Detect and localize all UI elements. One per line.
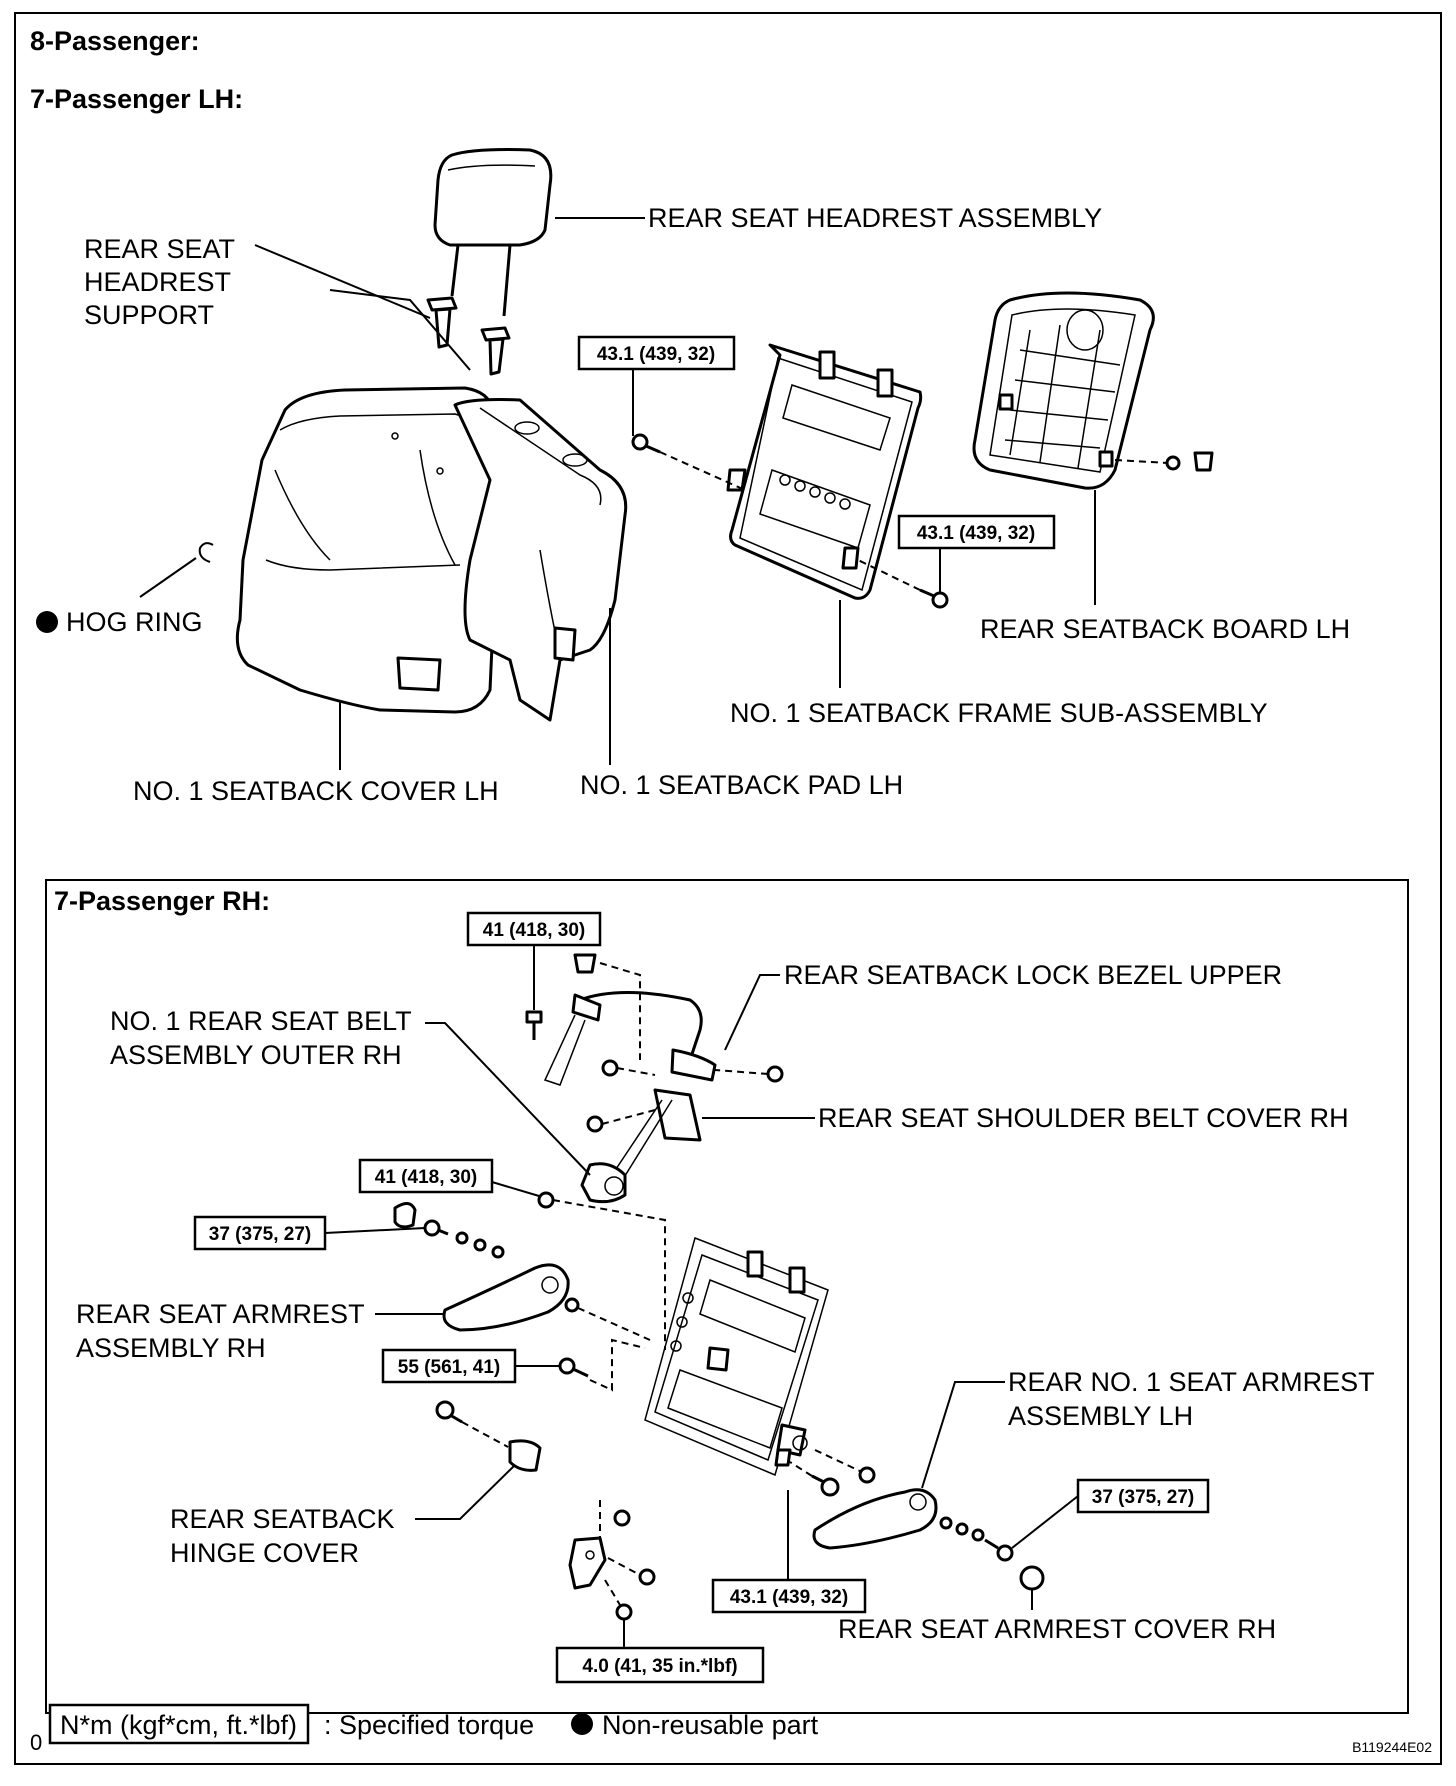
label-hinge-cover-2: HINGE COVER — [170, 1538, 359, 1568]
torque-box-rh-belt-mid — [358, 1158, 494, 1194]
armrest-rh-drawing — [442, 1263, 570, 1332]
headrest-support-drawing — [426, 296, 511, 376]
armrest-lh-drawing — [812, 1488, 938, 1550]
torque-lh-mid: 43.1 (439, 32) — [917, 523, 1035, 544]
leader-lock-bezel — [724, 974, 780, 1051]
dash-bolt-c — [714, 1069, 769, 1075]
nonreusable-dot-hog-ring — [36, 611, 58, 633]
hog-ring-drawing — [198, 542, 214, 563]
rh-washer-drawing — [564, 1297, 580, 1313]
seatback-frame-drawing — [726, 343, 923, 600]
label-armrest-rh-1: REAR SEAT ARMREST — [76, 1299, 365, 1329]
dash-hinge-c — [604, 1579, 621, 1606]
outer-frame — [14, 12, 1442, 1765]
dash-hinge-b — [607, 1557, 641, 1576]
dash-lh-armrest — [814, 1449, 863, 1473]
leader-headrest-support-a — [254, 244, 431, 319]
label-belt-outer-2: ASSEMBLY OUTER RH — [110, 1040, 402, 1070]
label-armrest-cover: REAR SEAT ARMREST COVER RH — [838, 1614, 1276, 1644]
headrest-assembly-drawing — [433, 148, 553, 317]
seatback-board-drawing — [972, 291, 1155, 490]
leader-hinge-cover — [415, 1464, 516, 1520]
rh-bolt-frame-bottom-drawing — [811, 1474, 840, 1497]
label-hog-ring: HOG RING — [66, 607, 203, 637]
torque-rh-frame-bottom: 43.1 (439, 32) — [730, 1587, 848, 1608]
rh-small-bolts-drawing — [537, 1059, 784, 1209]
dash-top-clip — [599, 962, 641, 1060]
legend-nonreusable-text: Non-reusable part — [602, 1710, 819, 1740]
legend-torque-box — [48, 1703, 310, 1745]
label-headrest-support-3: SUPPORT — [84, 300, 214, 330]
leader-torque-rh-armrest-right — [1011, 1495, 1079, 1549]
torque-rh-hinge: 4.0 (41, 35 in.*lbf) — [582, 1656, 737, 1677]
lh-bolt-mid-drawing — [919, 588, 949, 609]
label-headrest-assembly: REAR SEAT HEADREST ASSEMBLY — [648, 203, 1102, 233]
torque-lh-top: 43.1 (439, 32) — [597, 344, 715, 365]
legend-torque-units: N*m (kgf*cm, ft.*lbf) — [60, 1710, 297, 1740]
label-lock-bezel: REAR SEATBACK LOCK BEZEL UPPER — [784, 960, 1282, 990]
seatback-cover-drawing — [235, 386, 502, 714]
torque-box-rh-belt-top — [466, 911, 602, 947]
lh-armrest-bolts-drawing — [939, 1516, 1045, 1591]
label-seatback-board: REAR SEATBACK BOARD LH — [980, 614, 1350, 644]
torque-box-lh-mid — [897, 514, 1056, 550]
heading-8-passenger: 8-Passenger: — [30, 26, 200, 56]
torque-box-lh-top — [577, 335, 736, 371]
leader-torque-rh-armrest-left — [324, 1227, 426, 1234]
torque-box-rh-armrest-left — [193, 1215, 327, 1251]
dash-lh-bolt-top — [659, 451, 746, 491]
label-hinge-cover-1: REAR SEATBACK — [170, 1504, 395, 1534]
filled-circle-icon — [571, 1713, 593, 1735]
torque-rh-belt-top: 41 (418, 30) — [483, 920, 585, 941]
leader-torque-rh-belt-mid — [491, 1181, 540, 1197]
torque-box-rh-armrest-right — [1076, 1478, 1210, 1514]
heading-7-passenger-lh: 7-Passenger LH: — [30, 84, 243, 114]
rh-seatback-frame-drawing — [644, 1236, 829, 1477]
torque-box-rh-frame-bottom — [711, 1578, 867, 1614]
label-armrest-lh-1: REAR NO. 1 SEAT ARMREST — [1008, 1367, 1375, 1397]
rh-armrest-bolts-drawing — [393, 1202, 505, 1259]
leader-hog-ring — [139, 557, 197, 598]
legend-torque-text: : Specified torque — [324, 1710, 534, 1740]
board-clip-drawing — [1165, 451, 1214, 472]
dash-frame-bottom — [789, 1461, 813, 1477]
dash-belt-mid — [552, 1199, 666, 1350]
dash-bolt-a — [616, 1067, 656, 1076]
torque-rh-armrest-right: 37 (375, 27) — [1092, 1487, 1194, 1508]
dash-lh-bolt-mid — [857, 559, 921, 591]
lh-bolt-top-drawing — [631, 433, 661, 454]
rh-belt-bolt-top-drawing — [525, 1010, 543, 1040]
dash-board-clip — [1114, 459, 1169, 464]
rh-bolt-55-drawing — [558, 1357, 589, 1378]
heading-7-passenger-rh: 7-Passenger RH: — [54, 886, 270, 916]
label-seatback-pad: NO. 1 SEATBACK PAD LH — [580, 770, 903, 800]
corner-mark: 0 — [30, 1730, 42, 1755]
label-armrest-lh-2: ASSEMBLY LH — [1008, 1401, 1193, 1431]
label-shoulder-cover: REAR SEAT SHOULDER BELT COVER RH — [818, 1103, 1349, 1133]
dash-hinge-cover — [461, 1421, 509, 1448]
label-belt-outer-1: NO. 1 REAR SEAT BELT — [110, 1006, 412, 1036]
leader-armrest-lh — [921, 1381, 1005, 1489]
seat-belt-drawing — [543, 991, 717, 1204]
label-headrest-support-2: HEADREST — [84, 267, 231, 297]
label-armrest-rh-2: ASSEMBLY RH — [76, 1333, 266, 1363]
dash-bolt-b — [601, 1109, 656, 1125]
leader-headrest-support-b — [329, 289, 471, 371]
label-seatback-frame: NO. 1 SEATBACK FRAME SUB-ASSEMBLY — [730, 698, 1268, 728]
torque-box-rh-hinge — [555, 1646, 765, 1684]
torque-rh-55: 55 (561, 41) — [398, 1357, 500, 1378]
torque-rh-belt-mid: 41 (418, 30) — [375, 1167, 477, 1188]
dash-bolt-55 — [589, 1338, 646, 1392]
lh-armrest-washer-drawing — [858, 1466, 876, 1484]
rh-section-frame — [45, 879, 1409, 1714]
torque-rh-armrest-left: 37 (375, 27) — [209, 1224, 311, 1245]
dash-armrest-rh — [577, 1307, 651, 1341]
leader-belt-outer — [425, 1022, 591, 1176]
rh-top-clip-drawing — [573, 953, 597, 974]
figure-id: B119244E02 — [1352, 1739, 1432, 1755]
hinge-bracket-drawing — [568, 1509, 656, 1621]
label-seatback-cover: NO. 1 SEATBACK COVER LH — [133, 776, 499, 806]
label-headrest-support-1: REAR SEAT — [84, 234, 235, 264]
